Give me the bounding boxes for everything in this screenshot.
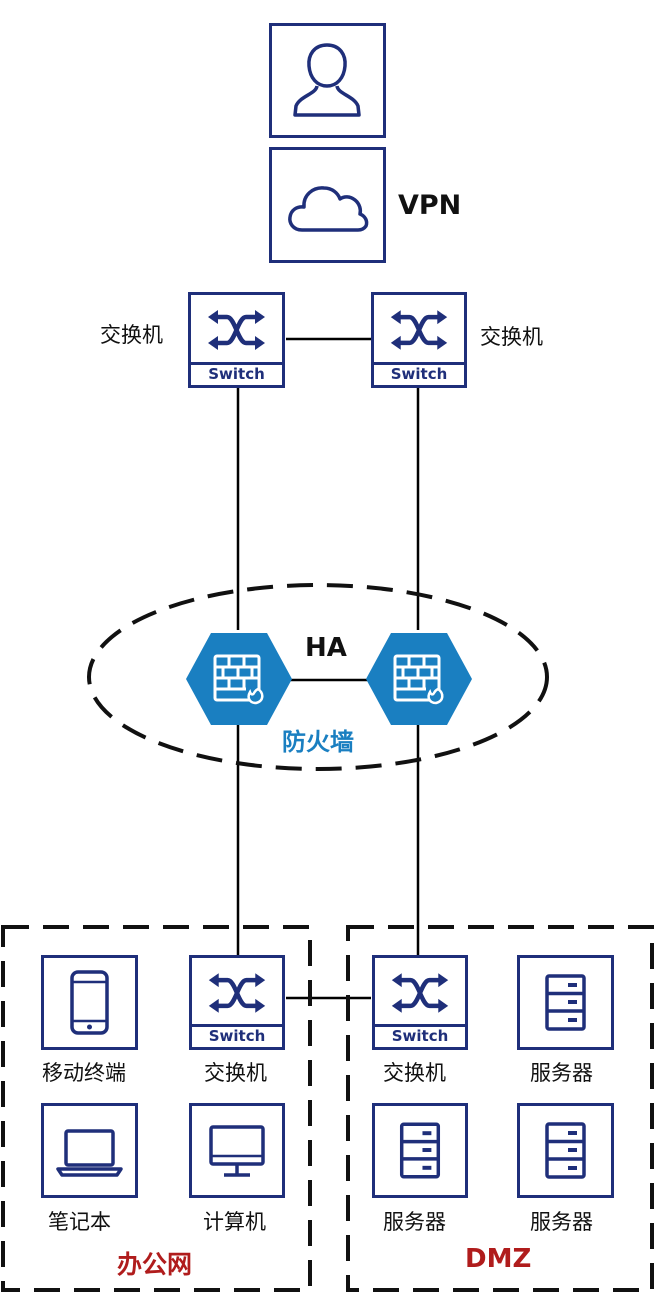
switch-arrows-icon (208, 310, 265, 350)
firewall-brick-icon (393, 654, 441, 702)
office-zone-label: 办公网 (117, 1250, 193, 1279)
mobile-phone-icon (70, 970, 109, 1035)
dmz-switch-label: 交换机 (383, 1061, 446, 1085)
switch-arrows-icon (208, 973, 266, 1013)
cloud-icon (288, 186, 369, 232)
firewall-label: 防火墙 (282, 728, 354, 756)
server-icon (399, 1122, 441, 1179)
firewall-brick-icon (213, 654, 261, 702)
core-switch-right-label: 交换机 (480, 325, 543, 349)
office-zone-outline (1, 925, 312, 1292)
switch-arrows-icon (391, 973, 449, 1013)
server-icon (545, 974, 586, 1031)
computer-node[interactable] (189, 1103, 285, 1198)
desktop-computer-icon (209, 1125, 265, 1177)
switch-text: Switch (191, 362, 282, 385)
vpn-node (269, 147, 386, 263)
switch-text: Switch (374, 362, 464, 385)
laptop-node[interactable] (41, 1103, 138, 1198)
ha-label: HA (305, 633, 347, 663)
user-icon (293, 43, 361, 117)
flame-icon (427, 687, 444, 705)
dmz-server-2-node[interactable] (372, 1103, 468, 1198)
firewall-right[interactable] (364, 631, 474, 727)
switch-text: Switch (375, 1024, 465, 1047)
core-switch-left[interactable]: Switch (188, 292, 285, 388)
office-switch-node[interactable]: Switch (189, 955, 285, 1050)
flame-icon (247, 687, 264, 705)
core-switch-left-label: 交换机 (100, 323, 163, 347)
vpn-label: VPN (398, 190, 462, 221)
computer-label: 计算机 (203, 1210, 266, 1234)
dmz-server-3-node[interactable] (517, 1103, 614, 1198)
dmz-server-1-node[interactable] (517, 955, 614, 1050)
core-switch-right[interactable]: Switch (371, 292, 467, 388)
server-icon (545, 1122, 586, 1179)
firewall-left[interactable] (184, 631, 294, 727)
dmz-zone-label: DMZ (465, 1244, 532, 1274)
user-node (269, 23, 386, 138)
switch-arrows-icon (390, 310, 448, 350)
laptop-icon (56, 1129, 123, 1177)
dmz-server-2-label: 服务器 (383, 1210, 446, 1234)
dmz-zone-outline (346, 925, 654, 1292)
office-switch-label: 交换机 (204, 1061, 267, 1085)
dmz-switch-node[interactable]: Switch (372, 955, 468, 1050)
dmz-server-1-label: 服务器 (530, 1061, 593, 1085)
laptop-label: 笔记本 (48, 1210, 111, 1234)
switch-text: Switch (192, 1024, 282, 1047)
mobile-terminal-label: 移动终端 (42, 1061, 126, 1085)
mobile-terminal-node[interactable] (41, 955, 138, 1050)
ha-group-outline (87, 583, 549, 771)
dmz-server-3-label: 服务器 (530, 1210, 593, 1234)
